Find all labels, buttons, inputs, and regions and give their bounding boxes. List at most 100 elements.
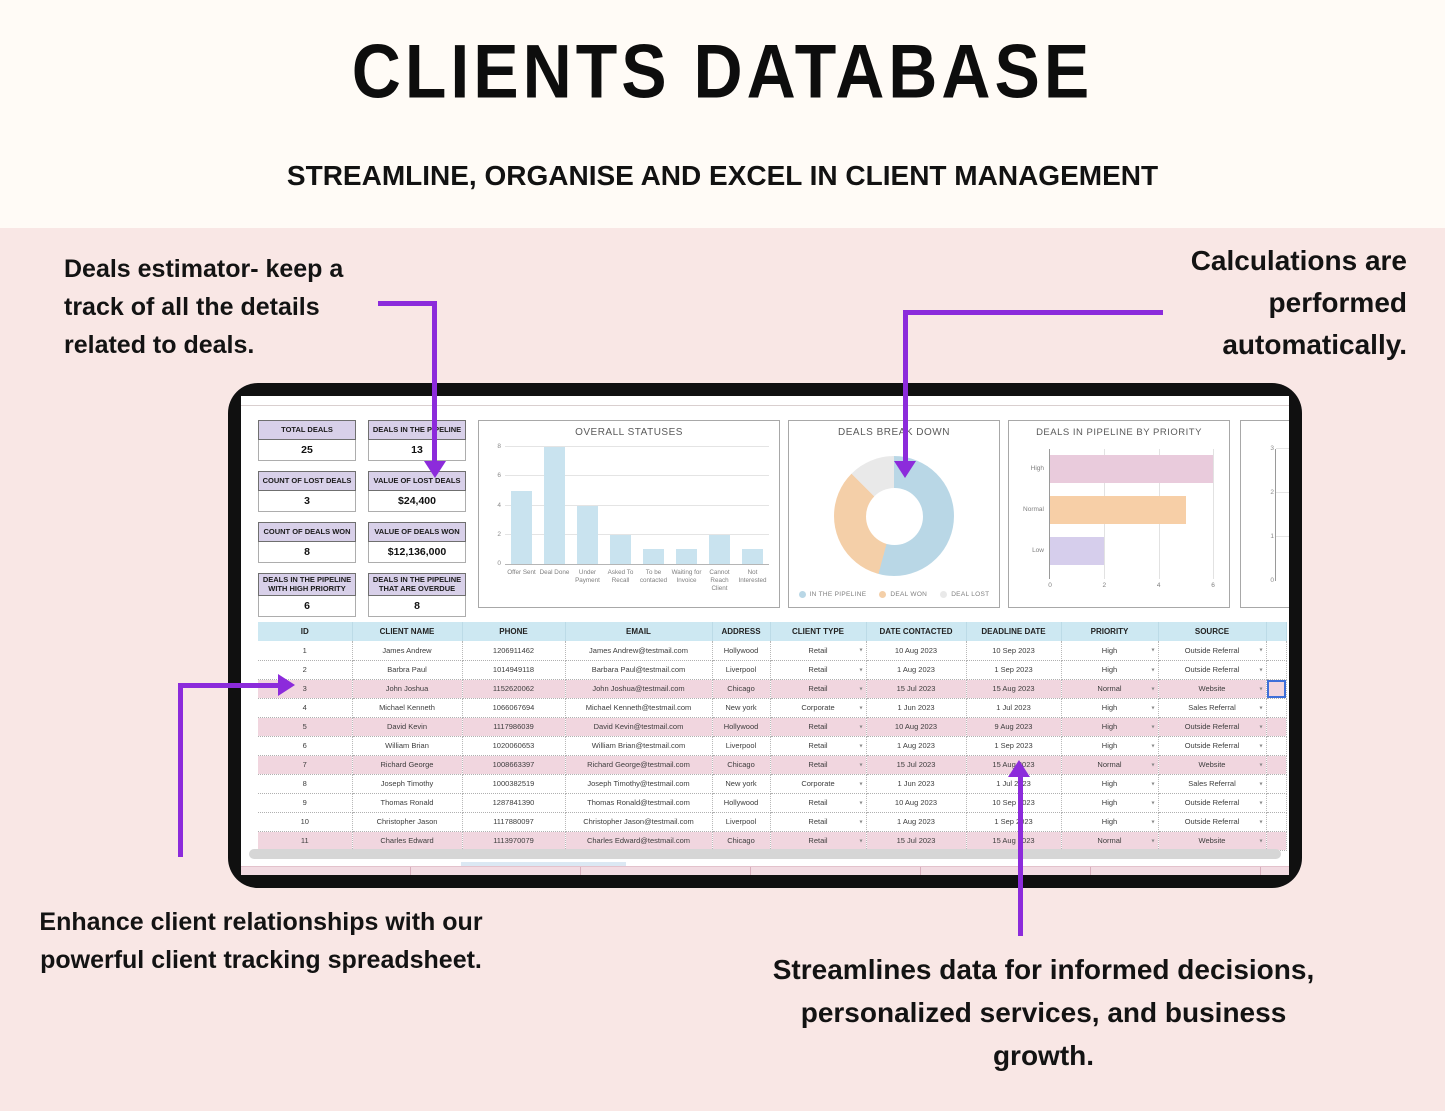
cell-address[interactable]: Hollywood [712,793,771,813]
cell-phone[interactable]: 1008663397 [462,755,566,775]
cell-priority[interactable]: High▾ [1061,812,1159,832]
cell-client-type[interactable]: Retail▾ [770,812,867,832]
cell-date-contacted[interactable]: 15 Jul 2023 [866,831,967,851]
cell-id[interactable]: 10 [258,812,353,832]
dropdown-arrow-icon[interactable]: ▾ [859,686,863,692]
dropdown-arrow-icon[interactable]: ▾ [859,800,863,806]
cell-date-contacted[interactable]: 10 Aug 2023 [866,793,967,813]
cell-id[interactable]: 8 [258,774,353,794]
dropdown-arrow-icon[interactable]: ▾ [1259,705,1263,711]
cell-date-contacted[interactable]: 15 Jul 2023 [866,679,967,699]
cell-source[interactable]: Website▾ [1158,679,1267,699]
dropdown-arrow-icon[interactable]: ▾ [1151,705,1155,711]
dropdown-arrow-icon[interactable]: ▾ [1259,819,1263,825]
cell-clipped[interactable] [1266,660,1287,680]
cell-client-type[interactable]: Corporate▾ [770,774,867,794]
cell-date-contacted[interactable]: 1 Jun 2023 [866,774,967,794]
dropdown-arrow-icon[interactable]: ▾ [1151,686,1155,692]
cell-source[interactable]: Outside Referral▾ [1158,812,1267,832]
cell-address[interactable]: Liverpool [712,736,771,756]
cell-email[interactable]: Charles Edward@testmail.com [565,831,713,851]
cell-phone[interactable]: 1014949118 [462,660,566,680]
cell-clipped[interactable] [1266,641,1287,661]
cell-clipped[interactable] [1266,717,1287,737]
cell-date-contacted[interactable]: 1 Aug 2023 [866,812,967,832]
cell-address[interactable]: New york [712,698,771,718]
dropdown-arrow-icon[interactable]: ▾ [1151,800,1155,806]
cell-address[interactable]: Chicago [712,755,771,775]
cell-phone[interactable]: 1152620062 [462,679,566,699]
cell-client-name[interactable]: Michael Kenneth [352,698,463,718]
cell-client-name[interactable]: Christopher Jason [352,812,463,832]
cell-address[interactable]: Hollywood [712,717,771,737]
cell-client-name[interactable]: David Kevin [352,717,463,737]
cell-deadline-date[interactable]: 9 Aug 2023 [966,717,1062,737]
cell-priority[interactable]: High▾ [1061,736,1159,756]
cell-date-contacted[interactable]: 1 Aug 2023 [866,660,967,680]
cell-address[interactable]: New york [712,774,771,794]
cell-source[interactable]: Outside Referral▾ [1158,793,1267,813]
cell-priority[interactable]: High▾ [1061,660,1159,680]
cell-email[interactable]: Michael Kenneth@testmail.com [565,698,713,718]
dropdown-arrow-icon[interactable]: ▾ [1259,647,1263,654]
cell-priority[interactable]: High▾ [1061,793,1159,813]
dropdown-arrow-icon[interactable]: ▾ [859,724,863,730]
cell-phone[interactable]: 1117986039 [462,717,566,737]
dropdown-arrow-icon[interactable]: ▾ [1259,724,1263,730]
cell-client-name[interactable]: Charles Edward [352,831,463,851]
cell-id[interactable]: 7 [258,755,353,775]
dropdown-arrow-icon[interactable]: ▾ [1151,762,1155,768]
dropdown-arrow-icon[interactable]: ▾ [1151,667,1155,673]
cell-id[interactable]: 3 [258,679,353,699]
cell-id[interactable]: 6 [258,736,353,756]
dropdown-arrow-icon[interactable]: ▾ [859,705,863,711]
cell-client-type[interactable]: Retail▾ [770,679,867,699]
cell-address[interactable]: Hollywood [712,641,771,661]
dropdown-arrow-icon[interactable]: ▾ [1259,762,1263,768]
cell-email[interactable]: Barbara Paul@testmail.com [565,660,713,680]
cell-deadline-date[interactable]: 1 Jul 2023 [966,698,1062,718]
dropdown-arrow-icon[interactable]: ▾ [859,819,863,825]
cell-clipped[interactable] [1266,793,1287,813]
cell-client-type[interactable]: Corporate▾ [770,698,867,718]
cell-id[interactable]: 9 [258,793,353,813]
cell-date-contacted[interactable]: 1 Aug 2023 [866,736,967,756]
cell-clipped[interactable] [1266,774,1287,794]
cell-phone[interactable]: 1206911462 [462,641,566,661]
cell-client-type[interactable]: Retail▾ [770,736,867,756]
cell-clipped[interactable] [1266,736,1287,756]
cell-address[interactable]: Liverpool [712,660,771,680]
dropdown-arrow-icon[interactable]: ▾ [1259,667,1263,673]
cell-phone[interactable]: 1287841390 [462,793,566,813]
cell-email[interactable]: James Andrew@testmail.com [565,641,713,661]
cell-source[interactable]: Outside Referral▾ [1158,717,1267,737]
cell-date-contacted[interactable]: 1 Jun 2023 [866,698,967,718]
cell-address[interactable]: Chicago [712,831,771,851]
cell-client-name[interactable]: William Brian [352,736,463,756]
cell-date-contacted[interactable]: 15 Jul 2023 [866,755,967,775]
cell-address[interactable]: Liverpool [712,812,771,832]
dropdown-arrow-icon[interactable]: ▾ [1151,838,1155,844]
cell-id[interactable]: 4 [258,698,353,718]
cell-email[interactable]: Joseph Timothy@testmail.com [565,774,713,794]
cell-source[interactable]: Outside Referral▾ [1158,660,1267,680]
cell-priority[interactable]: High▾ [1061,774,1159,794]
cell-client-name[interactable]: Thomas Ronald [352,793,463,813]
selected-cell[interactable] [1266,679,1287,699]
dropdown-arrow-icon[interactable]: ▾ [1151,724,1155,730]
cell-date-contacted[interactable]: 10 Aug 2023 [866,717,967,737]
cell-source[interactable]: Sales Referral▾ [1158,698,1267,718]
cell-phone[interactable]: 1000382519 [462,774,566,794]
cell-client-type[interactable]: Retail▾ [770,793,867,813]
cell-phone[interactable]: 1066067694 [462,698,566,718]
dropdown-arrow-icon[interactable]: ▾ [1259,743,1263,749]
cell-email[interactable]: John Joshua@testmail.com [565,679,713,699]
cell-email[interactable]: David Kevin@testmail.com [565,717,713,737]
cell-phone[interactable]: 1117880097 [462,812,566,832]
cell-phone[interactable]: 1113970079 [462,831,566,851]
dropdown-arrow-icon[interactable]: ▾ [1259,838,1263,844]
cell-email[interactable]: Richard George@testmail.com [565,755,713,775]
cell-client-name[interactable]: Barbra Paul [352,660,463,680]
dropdown-arrow-icon[interactable]: ▾ [859,838,863,844]
cell-client-type[interactable]: Retail▾ [770,717,867,737]
